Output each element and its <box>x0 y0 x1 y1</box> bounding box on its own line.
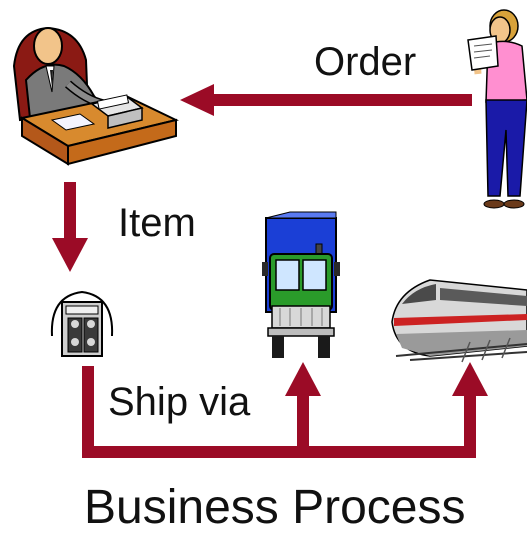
delivery-truck-icon <box>262 211 340 358</box>
item-arrow <box>52 182 88 272</box>
order-label: Order <box>314 40 417 84</box>
item-label: Item <box>118 201 196 245</box>
customer-woman-icon <box>467 9 527 209</box>
ship-via-label: Ship via <box>108 380 251 424</box>
ship-via-arrow <box>82 362 488 458</box>
businessman-at-desk-icon <box>12 26 179 166</box>
passenger-train-icon <box>391 279 527 363</box>
diagram-title: Business Process <box>84 481 466 534</box>
cassette-player-icon <box>50 290 114 357</box>
order-arrow <box>180 84 472 116</box>
